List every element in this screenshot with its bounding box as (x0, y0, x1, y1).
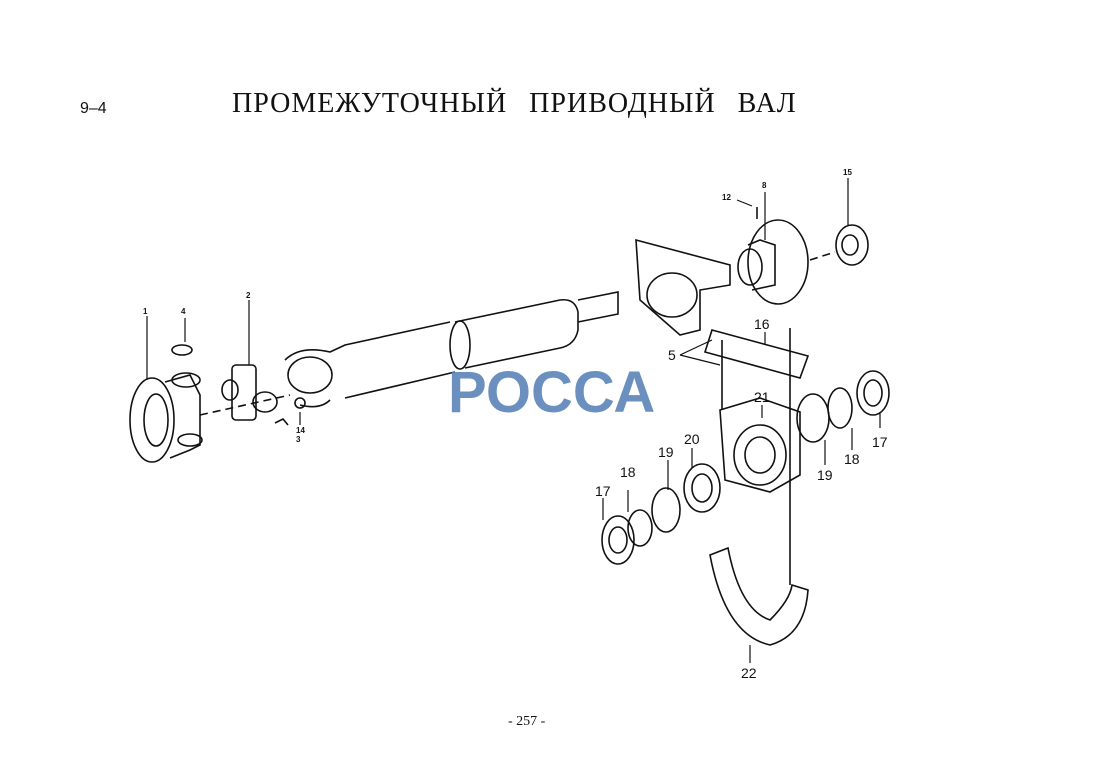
shim-plate (703, 329, 810, 379)
bearing (683, 463, 721, 513)
callout-22: 22 (741, 665, 757, 681)
callout-19: 19 (658, 444, 674, 460)
callout-17: 17 (872, 434, 888, 450)
support-bracket (635, 238, 731, 336)
callout-3: 3 (296, 435, 301, 444)
callout-20: 20 (684, 431, 700, 447)
callout-16: 16 (754, 316, 770, 332)
callout-15: 15 (843, 168, 852, 177)
callout-5: 5 (668, 347, 676, 363)
watermark-logo: РОССА (448, 360, 655, 425)
universal-joint-cross (221, 364, 278, 421)
callout-8: 8 (762, 181, 767, 190)
snap-ring (796, 393, 830, 443)
drive-shaft (284, 291, 619, 408)
lock-plate (171, 344, 193, 356)
seal (856, 370, 890, 416)
callout-17: 17 (595, 483, 611, 499)
page-number: - 257 - (508, 714, 546, 729)
callout-12: 12 (722, 193, 731, 202)
section-number: 9–4 (80, 100, 107, 117)
grease-nipple (294, 397, 306, 409)
bolt (274, 418, 289, 426)
washer (627, 509, 653, 547)
bearing-housing (719, 397, 801, 493)
callout-18: 18 (620, 464, 636, 480)
callout-14: 14 (296, 426, 305, 435)
snap-ring (651, 487, 681, 533)
callout-1: 1 (143, 307, 148, 316)
u-strap (709, 546, 809, 646)
companion-flange (737, 219, 809, 305)
callout-4: 4 (181, 307, 186, 316)
seal (601, 515, 635, 565)
flange-yoke (129, 372, 203, 463)
nut-15 (835, 224, 869, 266)
callout-18: 18 (844, 451, 860, 467)
page-title: ПРОМЕЖУТОЧНЫЙ ПРИВОДНЫЙ ВАЛ (232, 88, 797, 119)
callout-21: 21 (754, 389, 770, 405)
washer (827, 387, 853, 429)
callout-19: 19 (817, 467, 833, 483)
callout-2: 2 (246, 291, 251, 300)
